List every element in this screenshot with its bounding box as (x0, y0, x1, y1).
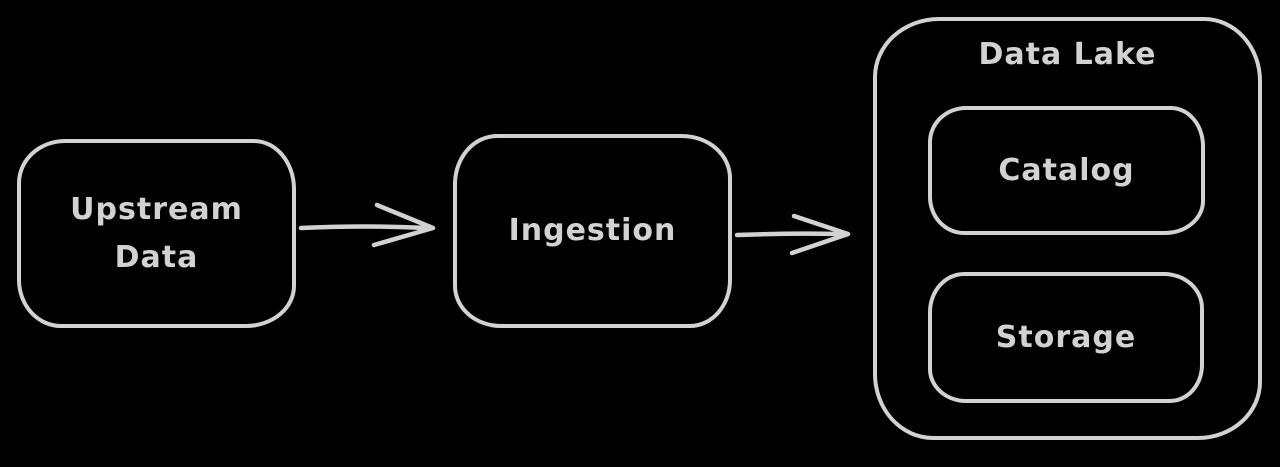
group-data-lake-label: Data Lake (978, 37, 1157, 72)
node-catalog-label: Catalog (998, 152, 1135, 188)
node-upstream-data: Upstream Data (17, 139, 296, 328)
node-ingestion-label: Ingestion (508, 213, 677, 248)
arrow-ingestion-to-datalake (734, 213, 851, 256)
node-upstream-data-label: Upstream Data (70, 191, 243, 275)
node-ingestion: Ingestion (453, 134, 732, 328)
group-data-lake: Data Lake Catalog Storage (873, 17, 1262, 440)
node-storage-label: Storage (995, 319, 1137, 355)
arrow-head (371, 202, 436, 248)
node-catalog: Catalog (928, 106, 1205, 235)
node-storage: Storage (928, 272, 1204, 403)
arrow-head (789, 213, 851, 256)
arrow-shaft (298, 224, 429, 231)
arrow-upstream-to-ingestion (298, 202, 436, 248)
arrow-shaft (734, 231, 843, 238)
